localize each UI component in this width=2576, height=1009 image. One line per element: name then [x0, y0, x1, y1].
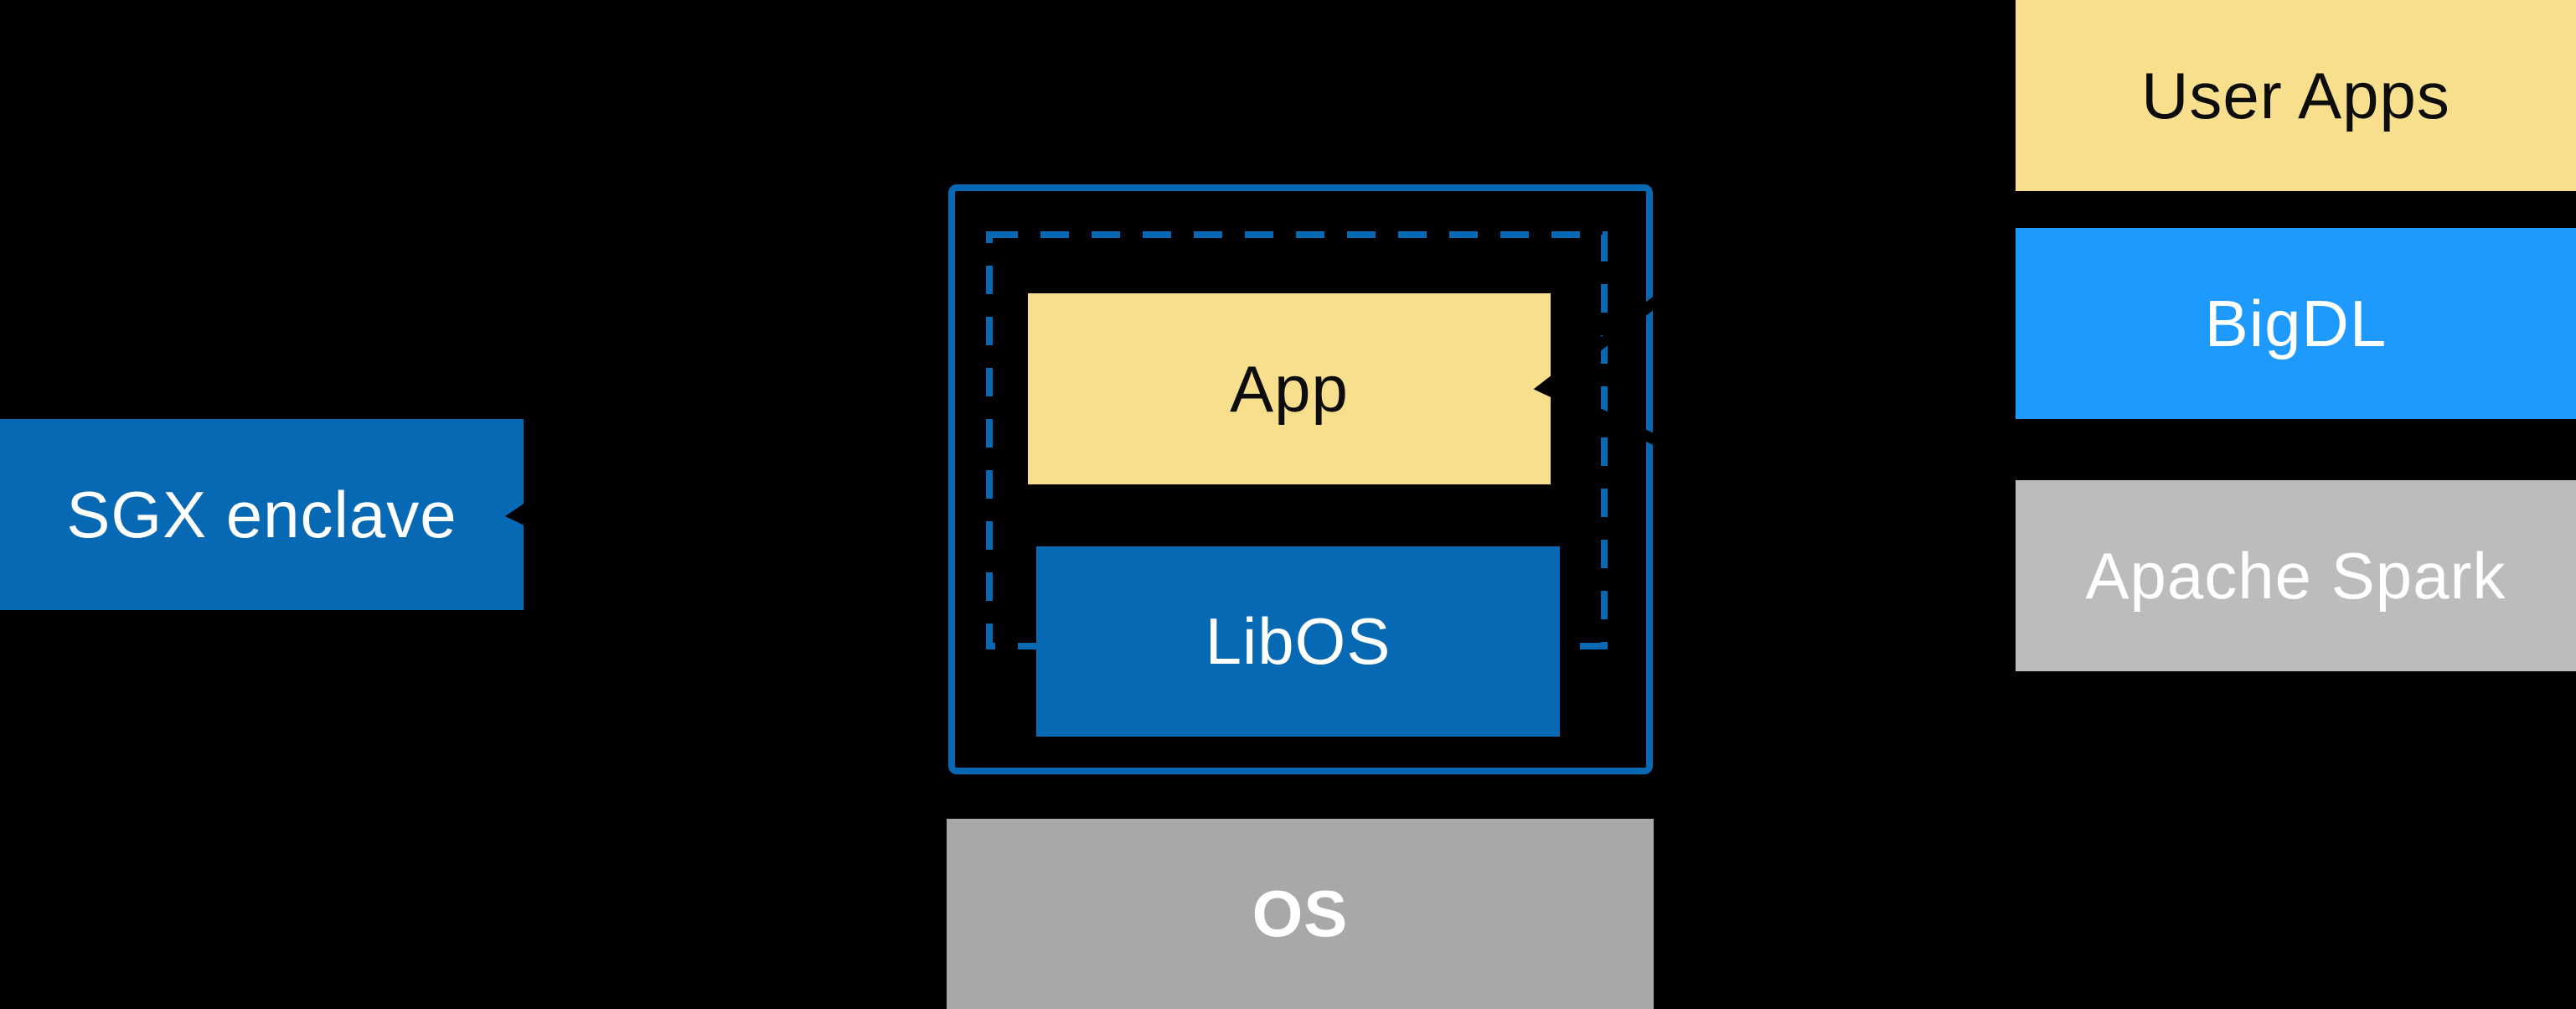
app-label: App — [1230, 351, 1349, 426]
os-box: OS — [947, 819, 1654, 1009]
os-label: OS — [1252, 877, 1349, 950]
user-apps-label: User Apps — [2141, 58, 2450, 132]
libos-label: LibOS — [1205, 604, 1391, 678]
user-apps-box: User Apps — [2016, 0, 2576, 191]
libos-box: LibOS — [1036, 546, 1560, 737]
sgx-enclave-label: SGX enclave — [66, 477, 457, 551]
enclave-outer-border — [948, 184, 1653, 774]
apache-spark-label: Apache Spark — [2085, 538, 2506, 613]
sgx-enclave-box: SGX enclave — [0, 419, 524, 610]
bigdl-label: BigDL — [2204, 286, 2388, 360]
apache-spark-box: Apache Spark — [2016, 480, 2576, 671]
bigdl-box: BigDL — [2016, 228, 2576, 419]
app-box: App — [1028, 293, 1551, 484]
